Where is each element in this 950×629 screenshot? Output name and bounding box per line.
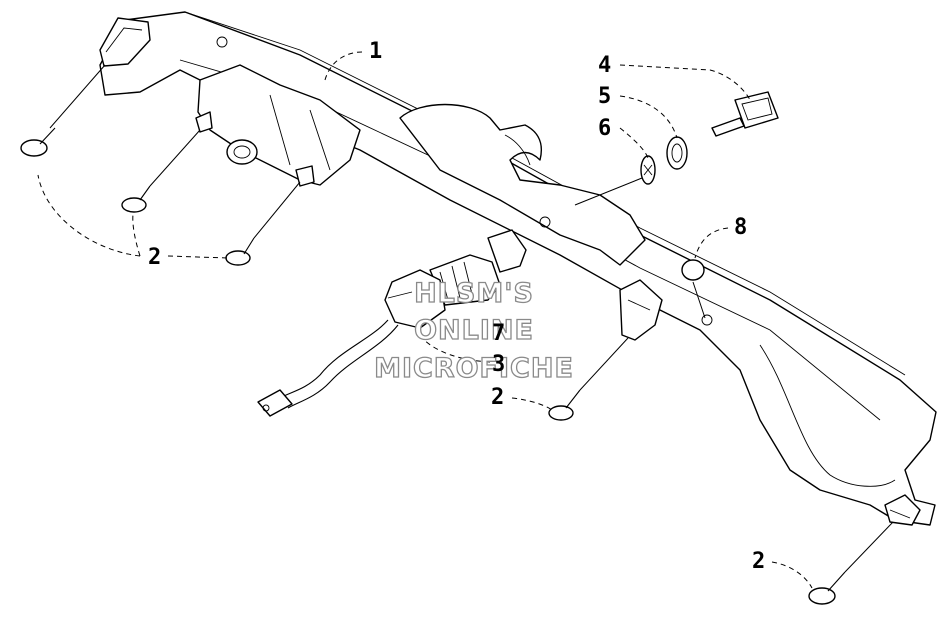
leader-lines [37, 51, 894, 589]
callouts: 1 2 2 2 3 4 5 6 7 8 [148, 39, 765, 574]
screw-5 [808, 571, 846, 605]
callout-2-left: 2 [148, 245, 161, 270]
screw-2 [121, 185, 151, 213]
callout-2-middle: 2 [491, 385, 504, 410]
callout-5: 5 [598, 84, 611, 109]
callout-2-bottom: 2 [752, 549, 765, 574]
callout-1: 1 [369, 39, 382, 64]
watermark-line-1: HLSM'S [414, 278, 534, 309]
callout-8: 8 [734, 215, 747, 240]
watermark-line-2: ONLINE [414, 315, 534, 346]
ignition-key [711, 91, 779, 137]
screw-4 [548, 389, 581, 421]
callout-6: 6 [598, 116, 611, 141]
watermark: HLSM'S ONLINE MICROFICHE [373, 277, 574, 384]
hole-plug [681, 259, 705, 281]
washer [640, 155, 656, 185]
callout-4: 4 [598, 53, 611, 78]
handlebar-cover [99, 11, 937, 526]
callout-7: 7 [492, 321, 505, 346]
ignition-switch [257, 229, 527, 417]
lock-nut [666, 136, 688, 170]
watermark-line-3: MICROFICHE [374, 353, 574, 384]
callout-3: 3 [492, 352, 505, 377]
screw-1 [20, 127, 56, 157]
screw-3 [225, 237, 255, 266]
